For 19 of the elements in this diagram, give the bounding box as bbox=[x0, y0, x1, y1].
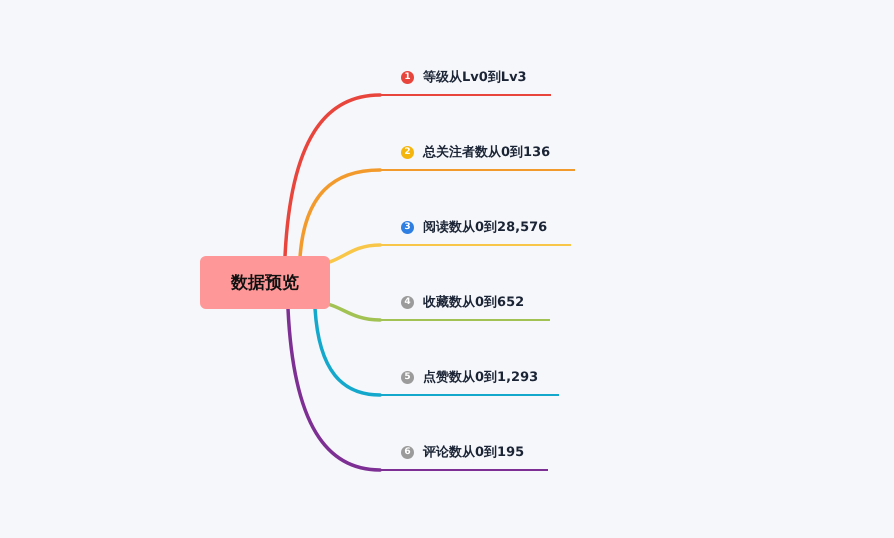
branch-connector bbox=[286, 307, 382, 472]
topic-label: 等级从Lv0到Lv3 bbox=[423, 68, 527, 87]
topic-label: 评论数从0到195 bbox=[423, 444, 524, 462]
branch-connector bbox=[328, 243, 382, 264]
branch-connector bbox=[283, 93, 382, 258]
number-marker: 1 bbox=[401, 71, 414, 84]
branch-connector bbox=[298, 168, 382, 258]
number-marker: 2 bbox=[401, 146, 414, 160]
topic-label: 收藏数从0到652 bbox=[423, 294, 524, 312]
topic-label: 总关注者数从0到136 bbox=[423, 144, 550, 162]
central-topic: 数据预览 bbox=[200, 256, 330, 309]
topic-label: 点赞数从0到1,293 bbox=[423, 368, 538, 387]
number-marker: 3 bbox=[401, 221, 414, 234]
number-marker: 4 bbox=[401, 296, 414, 310]
branch-connector bbox=[313, 307, 382, 397]
topic-label: 阅读数从0到28,576 bbox=[423, 218, 548, 237]
branch-connector bbox=[328, 303, 382, 322]
number-marker: 6 bbox=[401, 446, 414, 460]
number-marker: 5 bbox=[401, 371, 414, 384]
